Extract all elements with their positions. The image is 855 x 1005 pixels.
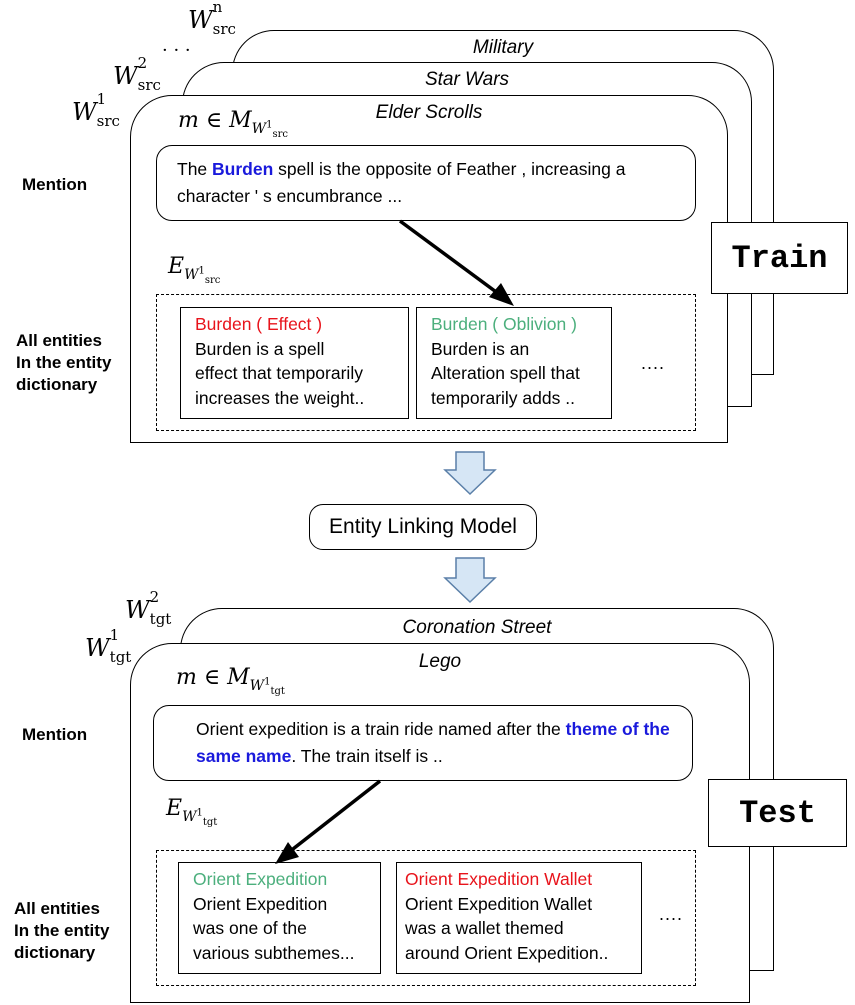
mention-set-label-test: m ∈ MW1tgt (176, 665, 285, 697)
entity-card-train-1: Burden ( Effect ) Burden is a spell effe… (180, 307, 409, 419)
side-label-mention-train: Mention (22, 175, 88, 194)
card-title-lego: Lego (418, 651, 462, 672)
mention-box-train: The Burden spell is the opposite of Feat… (156, 145, 696, 221)
entity-dictionary-test (156, 850, 696, 986)
test-tag: Test (708, 779, 847, 847)
domain-ellipsis: · · · (162, 40, 191, 61)
more-entities-test: .... (659, 904, 684, 924)
entity-set-label-test: EW1tgt (166, 796, 218, 828)
entity-title: Orient Expedition Wallet (405, 869, 593, 889)
card-title-star-wars: Star Wars (424, 69, 510, 90)
side-label-mention-test: Mention (22, 725, 88, 744)
flow-arrow-down-1 (443, 451, 497, 496)
mention-set-label-train: m ∈ MW1src (178, 108, 288, 140)
entity-card-test-1: Orient Expedition Orient Expedition was … (178, 862, 381, 974)
entity-title: Burden ( Effect ) (195, 314, 323, 334)
more-entities-train: .... (641, 353, 666, 373)
mention-box-test: Orient expedition is a train ride named … (153, 705, 693, 781)
side-label-entities-test: All entities In the entity dictionary (14, 899, 110, 962)
entity-title: Burden ( Oblivion ) (431, 314, 577, 334)
mention-highlight-test: theme of the same name (196, 719, 670, 766)
mention-highlight-train: Burden (212, 159, 274, 179)
entity-title: Orient Expedition (193, 869, 328, 889)
entity-linking-model-box: Entity Linking Model (309, 504, 537, 550)
card-title-coronation-street: Coronation Street (402, 617, 552, 638)
flow-arrow-down-2 (443, 557, 497, 604)
entity-card-train-2: Burden ( Oblivion ) Burden is an Alterat… (416, 307, 612, 419)
entity-set-label-train: EW1src (168, 254, 221, 286)
card-title-military: Military (472, 37, 534, 58)
side-label-entities-train: All entities In the entity dictionary (16, 331, 112, 394)
card-title-elder-scrolls: Elder Scrolls (375, 102, 483, 123)
train-tag: Train (711, 222, 848, 294)
entity-card-test-2: Orient Expedition Wallet Orient Expediti… (396, 862, 642, 974)
